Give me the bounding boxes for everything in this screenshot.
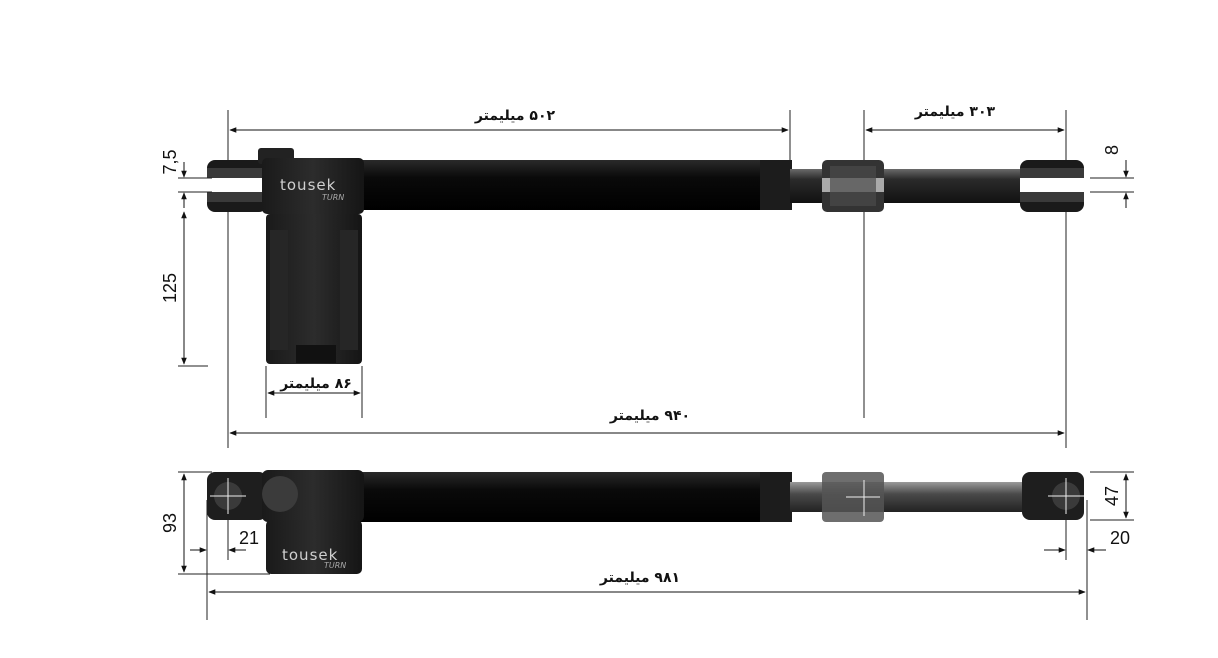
brand-model: TURN xyxy=(322,193,344,202)
dimension-label-right-offset: 20 xyxy=(1110,528,1130,548)
dimension-label-top-total: ۹۴۰ میلیمتر xyxy=(609,408,690,424)
side-view: tousek TURN 93 21 47 20 ۹۸۱ میلیمتر xyxy=(160,470,1134,620)
tube-end-cap-side xyxy=(760,472,792,522)
dimension-label-motor-width: ۸۶ میلیمتر xyxy=(279,376,352,392)
outer-tube-side xyxy=(340,472,792,522)
motor-housing: tousek TURN xyxy=(258,148,364,364)
dimension-label-right-height: 47 xyxy=(1102,486,1122,506)
rear-clevis xyxy=(207,160,267,212)
dimension-label-side-total: ۹۸۱ میلیمتر xyxy=(599,570,680,586)
dimension-label-right-gap: 8 xyxy=(1102,145,1122,155)
dimension-label-stroke-length: ۳۰۳ میلیمتر xyxy=(914,104,996,120)
front-clevis xyxy=(1020,160,1084,212)
rod-collar xyxy=(822,160,884,212)
dimension-label-main-length: ۵۰۲ میلیمتر xyxy=(474,108,556,124)
brand-logo: tousek xyxy=(280,176,336,194)
brand-model-side: TURN xyxy=(324,561,346,570)
motor-housing-side: tousek TURN xyxy=(262,470,364,574)
brand-logo-side: tousek xyxy=(282,546,338,564)
tube-end-cap xyxy=(760,160,792,210)
dimension-label-motor-height: 125 xyxy=(160,273,180,303)
outer-tube xyxy=(340,160,792,210)
dimension-label-side-height: 93 xyxy=(160,513,180,533)
top-view: tousek TURN ۵۰۲ میلیمتر ۳۰۳ میلیمتر ۸۶ م… xyxy=(160,104,1134,448)
dimension-label-left-gap: 7,5 xyxy=(160,149,180,174)
dimension-label-left-offset: 21 xyxy=(239,528,259,548)
